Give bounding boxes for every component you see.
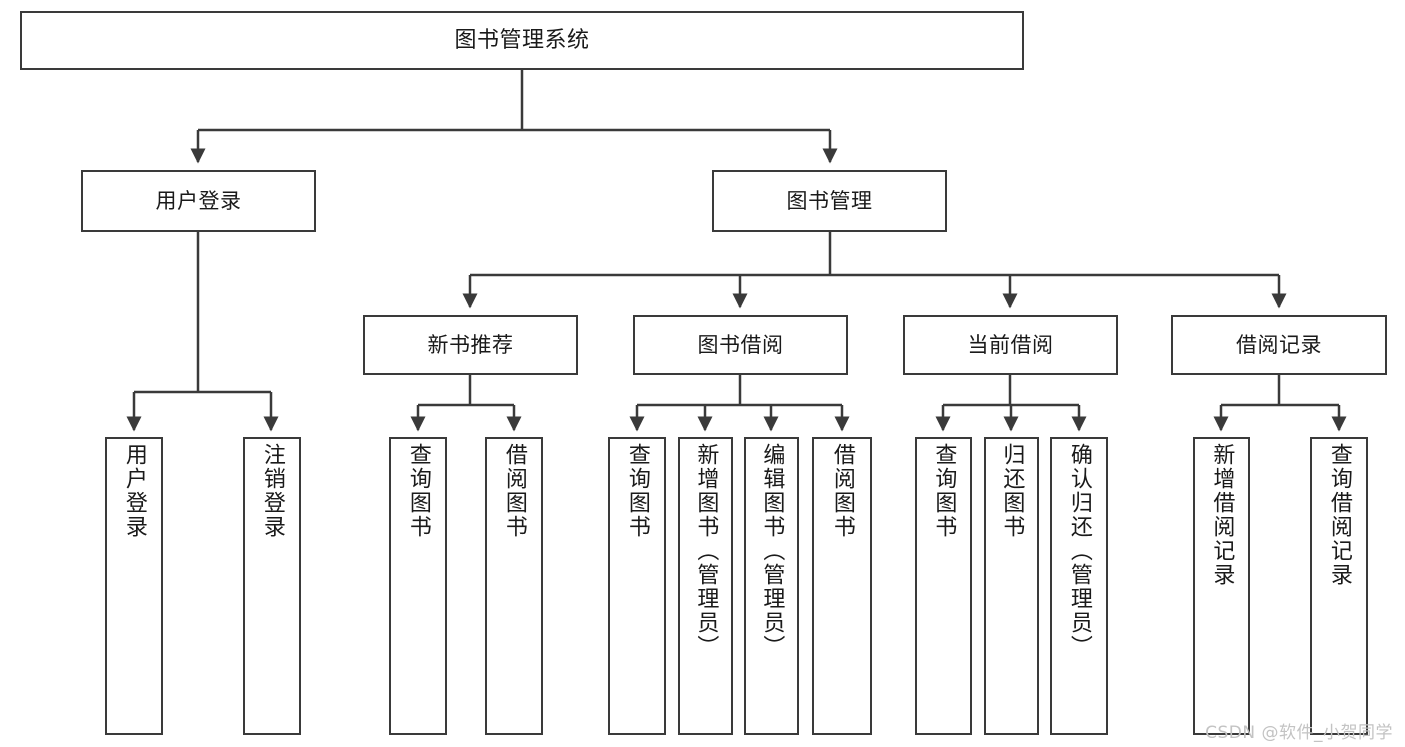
leaf-book-borrow-borrow[interactable]: 借阅图书 — [812, 437, 872, 735]
leaf-book-borrow-add[interactable]: 新增图书（管理员） — [678, 437, 733, 735]
leaf-book-borrow-edit[interactable]: 编辑图书（管理员） — [744, 437, 799, 735]
leaf-current-borrow-query[interactable]: 查询图书 — [915, 437, 972, 735]
node-borrow-record-label: 借阅记录 — [1236, 332, 1322, 357]
leaf-borrow-record-add-label: 新增借阅记录 — [1209, 443, 1235, 587]
node-current-borrow[interactable]: 当前借阅 — [903, 315, 1118, 375]
node-user-login-label: 用户登录 — [155, 188, 242, 213]
leaf-new-book-query[interactable]: 查询图书 — [389, 437, 447, 735]
leaf-user-login-signout-label: 注销登录 — [259, 443, 285, 539]
node-book-borrow-label: 图书借阅 — [697, 332, 784, 357]
leaf-new-book-borrow[interactable]: 借阅图书 — [485, 437, 543, 735]
leaf-book-borrow-borrow-label: 借阅图书 — [829, 443, 855, 539]
node-root-label: 图书管理系统 — [454, 27, 590, 53]
leaf-user-login-signin[interactable]: 用户登录 — [105, 437, 163, 735]
node-book-management[interactable]: 图书管理 — [712, 170, 947, 232]
leaf-book-borrow-query-label: 查询图书 — [624, 443, 650, 539]
node-book-management-label: 图书管理 — [786, 188, 873, 213]
node-new-book-recommend[interactable]: 新书推荐 — [363, 315, 578, 375]
leaf-user-login-signout[interactable]: 注销登录 — [243, 437, 301, 735]
leaf-current-borrow-query-label: 查询图书 — [931, 443, 957, 539]
leaf-new-book-borrow-label: 借阅图书 — [501, 443, 527, 539]
leaf-book-borrow-add-label: 新增图书（管理员） — [693, 443, 719, 659]
leaf-user-login-signin-label: 用户登录 — [121, 443, 147, 539]
leaf-current-borrow-return-label: 归还图书 — [999, 443, 1025, 539]
node-new-book-recommend-label: 新书推荐 — [427, 332, 514, 357]
leaf-current-borrow-confirm[interactable]: 确认归还（管理员） — [1050, 437, 1108, 735]
leaf-new-book-query-label: 查询图书 — [405, 443, 431, 539]
leaf-book-borrow-query[interactable]: 查询图书 — [608, 437, 666, 735]
node-user-login[interactable]: 用户登录 — [81, 170, 316, 232]
leaf-borrow-record-query-label: 查询借阅记录 — [1326, 443, 1352, 587]
leaf-current-borrow-confirm-label: 确认归还（管理员） — [1066, 443, 1092, 659]
node-current-borrow-label: 当前借阅 — [967, 332, 1054, 357]
node-root[interactable]: 图书管理系统 — [20, 11, 1024, 70]
leaf-book-borrow-edit-label: 编辑图书（管理员） — [759, 443, 785, 659]
node-borrow-record[interactable]: 借阅记录 — [1171, 315, 1387, 375]
leaf-current-borrow-return[interactable]: 归还图书 — [984, 437, 1039, 735]
leaf-borrow-record-add[interactable]: 新增借阅记录 — [1193, 437, 1250, 735]
leaf-borrow-record-query[interactable]: 查询借阅记录 — [1310, 437, 1368, 735]
watermark: CSDN @软件_小贺同学 — [1205, 723, 1393, 743]
node-book-borrow[interactable]: 图书借阅 — [633, 315, 848, 375]
